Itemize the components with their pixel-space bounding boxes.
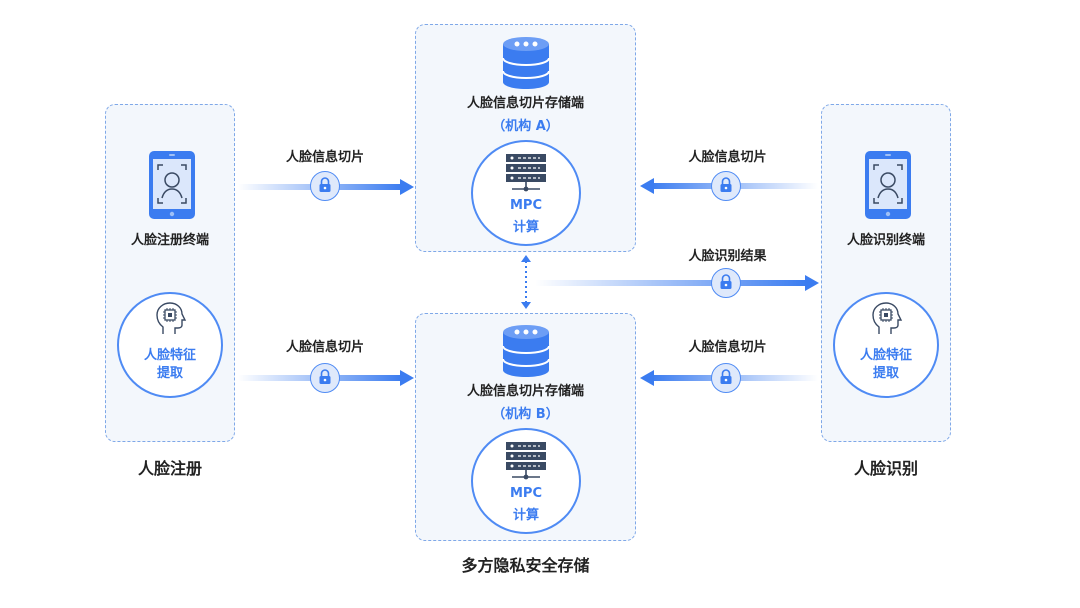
label-left-top: 人脸信息切片 [285, 150, 364, 165]
label-right-result: 人脸识别结果 [688, 249, 767, 264]
recognition-terminal-label: 人脸识别终端 [846, 233, 925, 248]
head-chip-icon [872, 302, 903, 334]
server-icon [506, 154, 546, 192]
lock-glyph [319, 177, 331, 192]
database-icon [502, 37, 550, 89]
lock-glyph [319, 369, 331, 384]
database-icon [502, 325, 550, 377]
lock-glyph [720, 177, 732, 192]
tablet-face-icon [149, 151, 195, 219]
lock-icon [310, 171, 340, 201]
registration-terminal-label: 人脸注册终端 [130, 233, 209, 248]
mpc-b-line1: MPC [509, 486, 542, 501]
storage-b-title: 人脸信息切片存储端 [466, 384, 584, 399]
feature-extraction-left-line1: 人脸特征 [143, 348, 196, 363]
storage-a-org: （机构 A） [492, 119, 559, 134]
lock-glyph [720, 369, 732, 384]
server-icon [506, 442, 546, 480]
sync-double-arrow [521, 255, 531, 309]
head-chip-icon [156, 302, 187, 334]
label-right-bottom: 人脸信息切片 [688, 340, 767, 355]
feature-extraction-right-line2: 提取 [872, 366, 899, 381]
lock-glyph [720, 274, 732, 289]
feature-extraction-left-line2: 提取 [156, 366, 183, 381]
storage-b-org: （机构 B） [492, 407, 559, 422]
mpc-a-line1: MPC [509, 198, 542, 213]
registration-caption: 人脸注册 [137, 459, 202, 478]
storage-a-title: 人脸信息切片存储端 [466, 96, 584, 111]
label-left-bottom: 人脸信息切片 [285, 340, 364, 355]
mpc-b-line2: 计算 [512, 508, 539, 523]
mpc-a-line2: 计算 [512, 220, 539, 235]
arrow-recognition-result [535, 275, 819, 291]
tablet-face-icon [865, 151, 911, 219]
feature-extraction-right-line1: 人脸特征 [859, 348, 912, 363]
label-right-top: 人脸信息切片 [688, 150, 767, 165]
center-caption: 多方隐私安全存储 [461, 556, 590, 575]
recognition-caption: 人脸识别 [853, 459, 918, 478]
lock-icon [310, 363, 340, 393]
